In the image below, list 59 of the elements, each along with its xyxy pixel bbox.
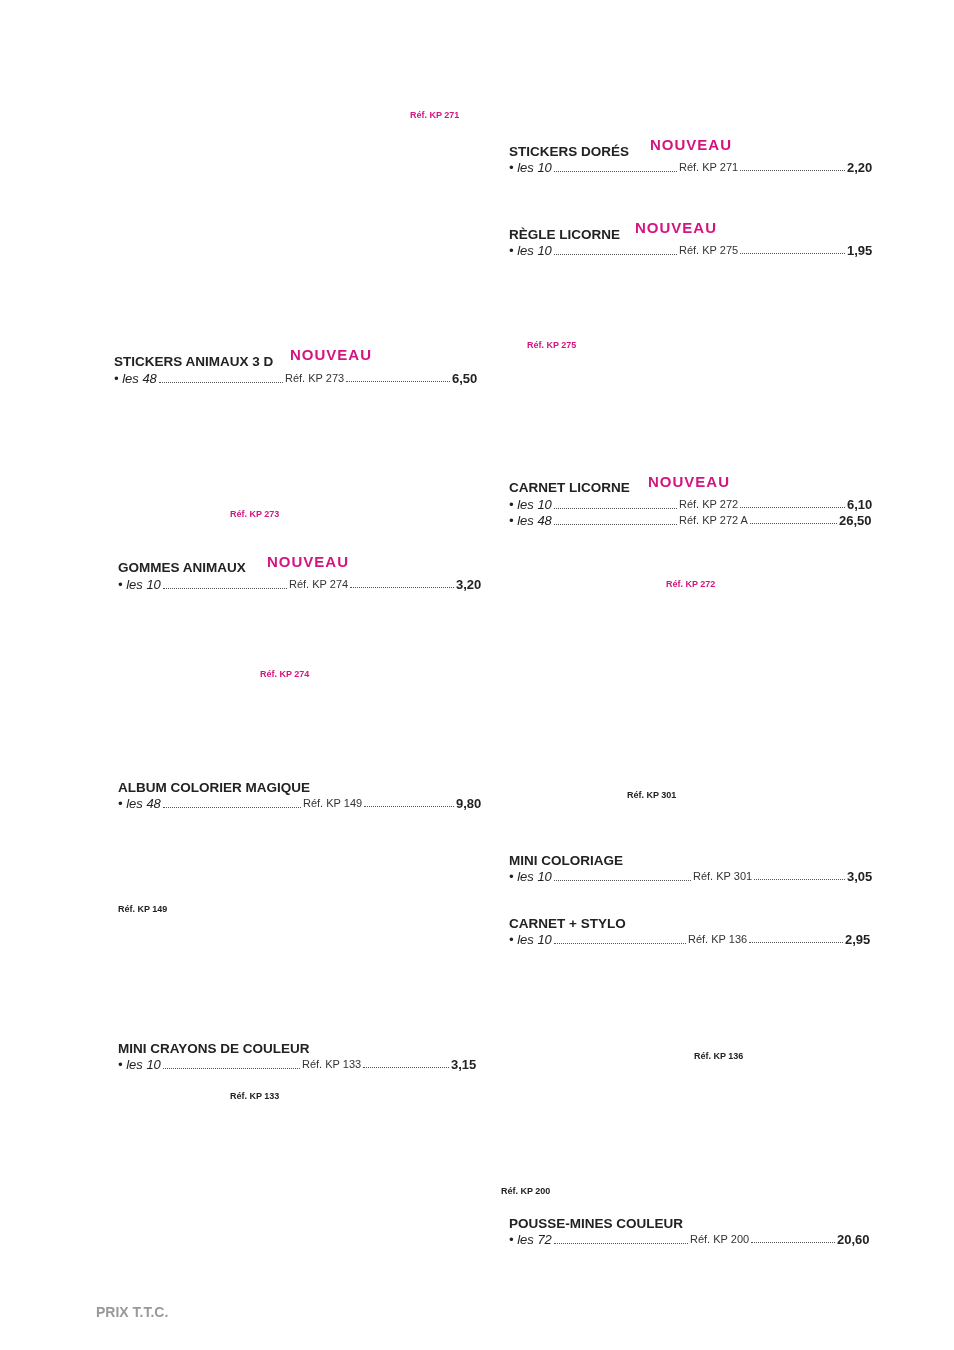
price: 1,95 (847, 243, 873, 257)
quantity-text: • les 48 (118, 796, 161, 810)
quantity-text: • les 48 (114, 371, 157, 385)
reference-code: Réf. KP 136 (688, 933, 748, 945)
product-title: STICKERS DORÉS (509, 145, 630, 159)
new-tag: NOUVEAU (267, 553, 349, 569)
quantity-text: • les 10 (509, 160, 552, 174)
product-title: MINI COLORIAGE (509, 854, 623, 868)
product-title: CARNET LICORNE (509, 481, 630, 495)
product-title: GOMMES ANIMAUX (118, 561, 246, 575)
photo-reference: Réf. KP 301 (627, 790, 677, 800)
quantity-text: • les 10 (118, 577, 161, 591)
price: 26,50 (839, 513, 872, 527)
reference-code: Réf. KP 272 A (679, 514, 748, 526)
price: 2,20 (847, 160, 873, 174)
reference-code: Réf. KP 200 (690, 1233, 750, 1245)
price: 6,10 (847, 497, 873, 511)
product-title: STICKERS ANIMAUX 3 D (114, 355, 274, 369)
new-tag: NOUVEAU (290, 346, 372, 362)
reference-code: Réf. KP 133 (302, 1058, 362, 1070)
product-title: MINI CRAYONS DE COULEUR (118, 1042, 310, 1056)
new-tag: NOUVEAU (648, 473, 730, 489)
new-tag: NOUVEAU (635, 219, 717, 235)
price: 2,95 (845, 932, 871, 946)
photo-reference: Réf. KP 273 (230, 509, 280, 519)
reference-code: Réf. KP 271 (679, 161, 739, 173)
price: 3,15 (451, 1057, 477, 1071)
photo-reference: Réf. KP 274 (260, 669, 310, 679)
quantity-text: • les 10 (509, 497, 552, 511)
price: 3,20 (456, 577, 482, 591)
photo-reference: Réf. KP 133 (230, 1091, 280, 1101)
reference-code: Réf. KP 274 (289, 578, 349, 590)
reference-code: Réf. KP 275 (679, 244, 739, 256)
quantity-text: • les 10 (509, 932, 552, 946)
quantity-text: • les 48 (509, 513, 552, 527)
photo-reference: Réf. KP 149 (118, 904, 168, 914)
quantity-text: • les 72 (509, 1232, 552, 1246)
quantity-text: • les 10 (509, 869, 552, 883)
price: 20,60 (837, 1232, 870, 1246)
product-title: RÈGLE LICORNE (509, 228, 620, 242)
price: 9,80 (456, 796, 482, 810)
price: 6,50 (452, 371, 478, 385)
footer-note: PRIX T.T.C. (96, 1305, 169, 1319)
reference-code: Réf. KP 272 (679, 498, 739, 510)
reference-code: Réf. KP 301 (693, 870, 753, 882)
quantity-text: • les 10 (509, 243, 552, 257)
new-tag: NOUVEAU (650, 136, 732, 152)
photo-reference: Réf. KP 271 (410, 110, 460, 120)
photo-reference: Réf. KP 136 (694, 1051, 744, 1061)
photo-reference: Réf. KP 200 (501, 1186, 551, 1196)
quantity-text: • les 10 (118, 1057, 161, 1071)
reference-code: Réf. KP 149 (303, 797, 363, 809)
product-title: CARNET + STYLO (509, 917, 626, 931)
price: 3,05 (847, 869, 873, 883)
product-title: ALBUM COLORIER MAGIQUE (118, 781, 310, 795)
photo-reference: Réf. KP 272 (666, 579, 716, 589)
product-title: POUSSE-MINES COULEUR (509, 1217, 684, 1231)
reference-code: Réf. KP 273 (285, 372, 345, 384)
photo-reference: Réf. KP 275 (527, 340, 577, 350)
